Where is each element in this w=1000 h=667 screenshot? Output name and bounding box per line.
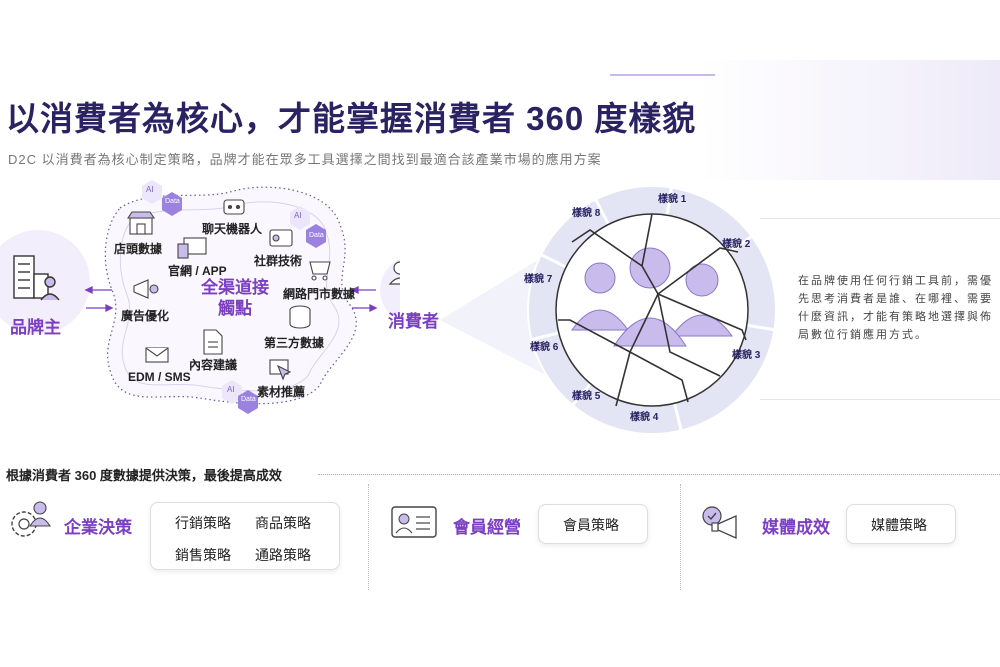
ai-badge-3 [222, 380, 258, 414]
shatter-lines [558, 213, 747, 407]
strategy-marketing: 行銷策略 [175, 515, 231, 531]
page-subtitle: D2C 以消費者為核心制定策略，品牌才能在眾多工具選擇之間找到最適合該產業市場的… [8, 152, 602, 167]
side-text-frame [760, 218, 1000, 400]
ads-icon [133, 279, 159, 299]
content-icon [203, 329, 223, 355]
thirdparty-icon [289, 305, 311, 329]
facet-label-8: 樣貌 8 [572, 206, 601, 219]
ai-badge-1-top: AI [146, 185, 154, 194]
chatbot-icon [223, 199, 245, 215]
touchpoint-thirdparty: 第三方數據 [264, 336, 325, 350]
page-title: 以消費者為核心，才能掌握消費者 360 度樣貌 [6, 100, 697, 137]
material-icon [269, 359, 292, 381]
facet-label-3: 樣貌 3 [732, 348, 761, 361]
gear-person-icon [11, 501, 51, 537]
facet-label-1: 樣貌 1 [658, 192, 687, 205]
omnichannel-label: 全渠道接觸點 [201, 278, 269, 318]
group-title-media: 媒體成效 [762, 518, 830, 537]
touchpoint-ads: 廣告優化 [121, 309, 170, 323]
column-divider-2 [680, 484, 681, 590]
section-divider [318, 474, 1000, 475]
strategy-channel: 通路策略 [255, 547, 311, 563]
group-title-enterprise: 企業決策 [64, 518, 132, 537]
touchpoint-ecommerce: 網路門市數據 [283, 287, 356, 301]
megaphone-check-icon [702, 506, 737, 540]
group-title-membership: 會員經營 [453, 518, 521, 537]
flow-arrows [84, 285, 378, 313]
ai-badge-2 [290, 206, 326, 248]
facet-label-4: 樣貌 4 [630, 410, 659, 423]
consumer-glow [380, 259, 400, 321]
brand-building-icon [13, 255, 60, 301]
edm-icon [145, 347, 169, 363]
ai-badge-1 [142, 180, 182, 216]
consumer-label: 消費者 [388, 312, 439, 331]
web-icon [177, 237, 207, 259]
touchpoint-diagram [0, 180, 400, 414]
touchpoint-edm: EDM / SMS [128, 370, 191, 384]
touchpoint-web: 官網 / APP [168, 264, 227, 278]
ai-badge-2-bottom: Data [309, 232, 324, 239]
facet-labels: 樣貌 1 樣貌 2 樣貌 3 樣貌 4 樣貌 5 樣貌 6 樣貌 7 樣貌 8 [524, 192, 761, 423]
ecommerce-icon [309, 261, 331, 281]
facet-label-5: 樣貌 5 [572, 389, 601, 402]
consumer-people-icon [388, 261, 400, 285]
ai-badge-2-top: AI [294, 211, 302, 220]
side-description: 在品牌使用任何行銷工具前，需優先思考消費者是誰、在哪裡、需要什麼資訊，才能有策略… [798, 275, 993, 341]
ai-badge-3-bottom: Data [241, 396, 256, 403]
facet-label-7: 樣貌 7 [524, 272, 553, 285]
ai-badge-1-bottom: Data [165, 198, 180, 205]
touchpoint-social: 社群技術 [254, 254, 303, 268]
strategy-product: 商品策略 [255, 515, 311, 531]
header-decoration [700, 60, 1000, 180]
facet-label-6: 樣貌 6 [530, 340, 559, 353]
facet-wheel [440, 183, 777, 435]
header-accent-line [610, 74, 715, 76]
touchpoint-material: 素材推薦 [257, 385, 306, 399]
member-card-icon [391, 506, 437, 538]
cloud-inner-ring [119, 201, 340, 392]
media-strategy-box: 媒體策略 [846, 504, 956, 544]
membership-strategy-box: 會員策略 [538, 504, 648, 544]
facet-label-2: 樣貌 2 [722, 237, 751, 250]
store-icon [126, 211, 156, 235]
strategy-membership: 會員策略 [563, 517, 619, 533]
ai-badge-3-top: AI [227, 385, 235, 394]
touchpoint-content: 內容建議 [189, 358, 238, 372]
enterprise-strategy-box: 行銷策略 商品策略 銷售策略 通路策略 [150, 502, 340, 570]
people-silhouettes [571, 247, 733, 347]
strategy-media: 媒體策略 [871, 517, 927, 533]
social-icon [269, 229, 293, 247]
bottom-section-title: 根據消費者 360 度數據提供決策，最後提高成效 [6, 468, 282, 483]
strategy-sales: 銷售策略 [175, 547, 231, 563]
brand-label: 品牌主 [10, 318, 61, 337]
touchpoint-store: 店頭數據 [114, 242, 163, 256]
column-divider-1 [368, 484, 369, 590]
touchpoint-chatbot: 聊天機器人 [202, 222, 263, 236]
